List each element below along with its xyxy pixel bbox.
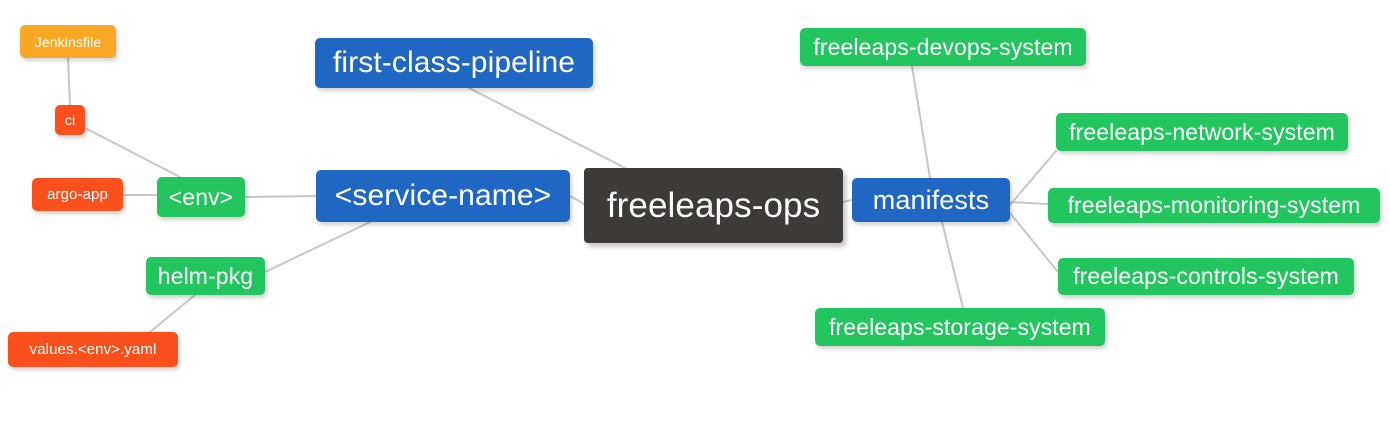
node-label: freeleaps-network-system (1069, 118, 1335, 145)
edge-manifests-to-monitoring (1009, 201, 1049, 205)
node-jenkinsfile[interactable]: Jenkinsfile (20, 25, 116, 58)
node-label: freeleaps-devops-system (813, 33, 1073, 60)
edge-helm-to-valuesyaml (149, 294, 196, 333)
node-pipeline[interactable]: first-class-pipeline (315, 38, 593, 88)
node-label: freeleaps-storage-system (829, 313, 1091, 340)
node-service[interactable]: <service-name> (316, 170, 570, 222)
node-label: Jenkinsfile (34, 33, 102, 50)
node-label: first-class-pipeline (332, 46, 576, 79)
node-label: freeleaps-ops (606, 186, 821, 225)
node-label: freeleaps-controls-system (1073, 263, 1339, 289)
edge-root-to-pipeline (468, 87, 626, 169)
edge-service-to-env (244, 195, 317, 198)
edge-root-to-service (569, 195, 585, 205)
edge-service-to-helm (264, 221, 371, 273)
node-monitoring[interactable]: freeleaps-monitoring-system (1048, 188, 1380, 223)
node-label: values.<env>.yaml (29, 341, 157, 358)
node-controls[interactable]: freeleaps-controls-system (1058, 258, 1354, 295)
edge-manifests-to-storage (941, 221, 964, 309)
node-argoapp[interactable]: argo-app (32, 178, 123, 211)
node-network[interactable]: freeleaps-network-system (1056, 113, 1348, 151)
node-label: argo-app (47, 186, 108, 203)
node-ci[interactable]: ci (55, 105, 85, 135)
edge-ci-to-jenkinsfile (67, 57, 71, 106)
node-env[interactable]: <env> (157, 177, 245, 217)
edge-root-to-manifests (842, 199, 853, 203)
node-devops[interactable]: freeleaps-devops-system (800, 28, 1086, 66)
node-storage[interactable]: freeleaps-storage-system (815, 308, 1105, 346)
node-label: manifests (872, 184, 990, 215)
node-label: <env> (168, 183, 234, 210)
node-label: ci (64, 112, 76, 128)
node-valuesyaml[interactable]: values.<env>.yaml (8, 332, 178, 367)
node-helm[interactable]: helm-pkg (146, 257, 265, 295)
edge-manifests-to-devops (911, 65, 931, 179)
node-label: helm-pkg (157, 262, 254, 289)
node-manifests[interactable]: manifests (852, 178, 1010, 222)
node-label: freeleaps-monitoring-system (1067, 192, 1361, 218)
node-label: <service-name> (334, 179, 552, 212)
edge-env-to-ci (84, 127, 181, 178)
node-root[interactable]: freeleaps-ops (584, 168, 843, 243)
